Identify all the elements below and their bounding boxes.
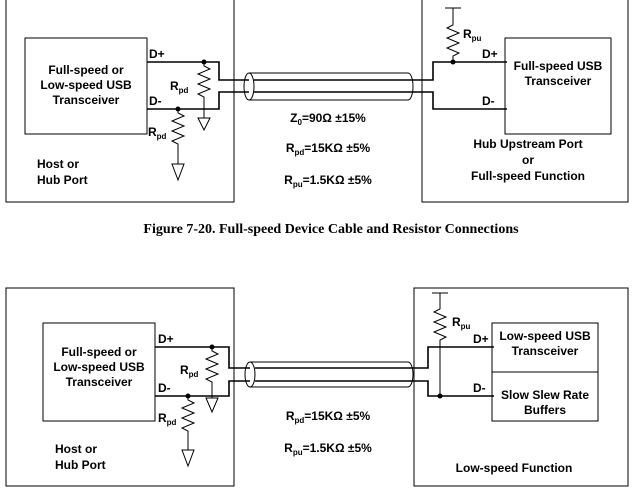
dplus-label-right: D+ bbox=[482, 47, 498, 61]
transceiver2-label-3: Transceiver bbox=[66, 375, 133, 389]
transceiver2-label-1: Full-speed or bbox=[61, 345, 137, 359]
ground2-dplus-icon bbox=[205, 397, 219, 414]
dplus2-label-right: D+ bbox=[473, 332, 489, 346]
fs-transceiver-label-2: Transceiver bbox=[525, 74, 592, 88]
buffers-label-2: Buffers bbox=[524, 403, 566, 417]
rpd-dminus-label: Rpd bbox=[148, 125, 167, 141]
host-label-1: Host or bbox=[37, 157, 79, 171]
transceiver-label-2: Low-speed USB bbox=[40, 78, 132, 92]
dplus-wire-right bbox=[410, 61, 507, 81]
cable-end-right bbox=[407, 72, 414, 101]
spec-rpu: Rpu=1.5KΩ ±5% bbox=[284, 173, 372, 189]
rpu2-label: Rpu bbox=[452, 315, 471, 331]
cable2-conductors bbox=[255, 367, 410, 382]
rpu2-resistor bbox=[432, 293, 448, 396]
cable-end-left bbox=[243, 72, 255, 101]
rpd2-dplus-resistor bbox=[204, 347, 220, 398]
host-label-2: Hub Port bbox=[37, 173, 88, 187]
rpd2-dminus-label: Rpd bbox=[158, 411, 177, 427]
function-label-3: Full-speed Function bbox=[471, 169, 585, 183]
rpu-label: Rpu bbox=[463, 27, 482, 43]
ls-function-label: Low-speed Function bbox=[456, 461, 573, 475]
dplus-label: D+ bbox=[149, 47, 165, 61]
spec2-rpu: Rpu=1.5KΩ ±5% bbox=[284, 441, 372, 457]
fs-transceiver-label-1: Full-speed USB bbox=[514, 59, 603, 73]
spec2-rpd: Rpd=15KΩ ±5% bbox=[286, 409, 371, 425]
function-box-2 bbox=[413, 287, 629, 487]
cable-shield bbox=[249, 72, 408, 101]
dminus2-label: D- bbox=[158, 381, 171, 395]
host-port-box-2 bbox=[5, 287, 235, 487]
ls-transceiver-label-1: Low-speed USB bbox=[499, 329, 591, 343]
host-port-box bbox=[5, 0, 235, 203]
rpd-dplus-label: Rpd bbox=[170, 79, 189, 95]
host2-label-1: Host or bbox=[55, 442, 97, 456]
dplus-wire bbox=[147, 61, 249, 81]
ground-dminus-icon bbox=[171, 163, 185, 182]
transceiver-label-1: Full-speed or bbox=[48, 63, 124, 77]
rpd-dminus-resistor bbox=[170, 109, 186, 164]
rpd-dplus-resistor bbox=[196, 62, 212, 118]
dminus-wire bbox=[147, 91, 249, 110]
cable2-end-right bbox=[407, 361, 414, 388]
dplus-wire-2 bbox=[155, 346, 250, 369]
dminus-label: D- bbox=[149, 94, 162, 108]
rpu-resistor bbox=[445, 8, 461, 62]
function-label-2: or bbox=[522, 153, 534, 167]
figure-caption: Figure 7-20. Full-speed Device Cable and… bbox=[143, 222, 519, 237]
transceiver2-label-2: Low-speed USB bbox=[53, 360, 145, 374]
cable2-end-left bbox=[244, 361, 256, 388]
rpd2-dplus-label: Rpd bbox=[180, 363, 199, 379]
dminus-wire-2 bbox=[155, 380, 250, 397]
ls-transceiver-label-2: Transceiver bbox=[512, 344, 579, 358]
fs-transceiver-box bbox=[504, 37, 612, 135]
figure-full-speed: Full-speed or Low-speed USB Transceiver … bbox=[5, 0, 629, 203]
dplus2-label: D+ bbox=[158, 332, 174, 346]
cable2-shield bbox=[250, 361, 408, 388]
dplus-wire-2-right bbox=[410, 346, 494, 369]
figure-low-speed: Full-speed or Low-speed USB Transceiver … bbox=[5, 287, 629, 487]
transceiver-box bbox=[24, 37, 148, 135]
function-label-1: Hub Upstream Port bbox=[473, 137, 582, 151]
transceiver-label-3: Transceiver bbox=[53, 93, 120, 107]
ground-dplus-icon bbox=[197, 117, 211, 132]
dminus-wire-2-right bbox=[410, 380, 494, 397]
dminus-label-right: D- bbox=[482, 94, 495, 108]
cable-conductors bbox=[254, 79, 410, 93]
dminus2-label-right: D- bbox=[473, 381, 486, 395]
rpd2-dminus-resistor bbox=[180, 396, 196, 450]
host2-label-2: Hub Port bbox=[55, 458, 106, 472]
spec-rpd: Rpd=15KΩ ±5% bbox=[286, 141, 371, 157]
transceiver-box-2 bbox=[42, 322, 156, 422]
spec-z0: Z0=90Ω ±15% bbox=[290, 111, 366, 127]
buffers-label-1: Slow Slew Rate bbox=[501, 388, 589, 402]
function-box bbox=[421, 0, 629, 203]
ground2-dminus-icon bbox=[181, 449, 195, 468]
